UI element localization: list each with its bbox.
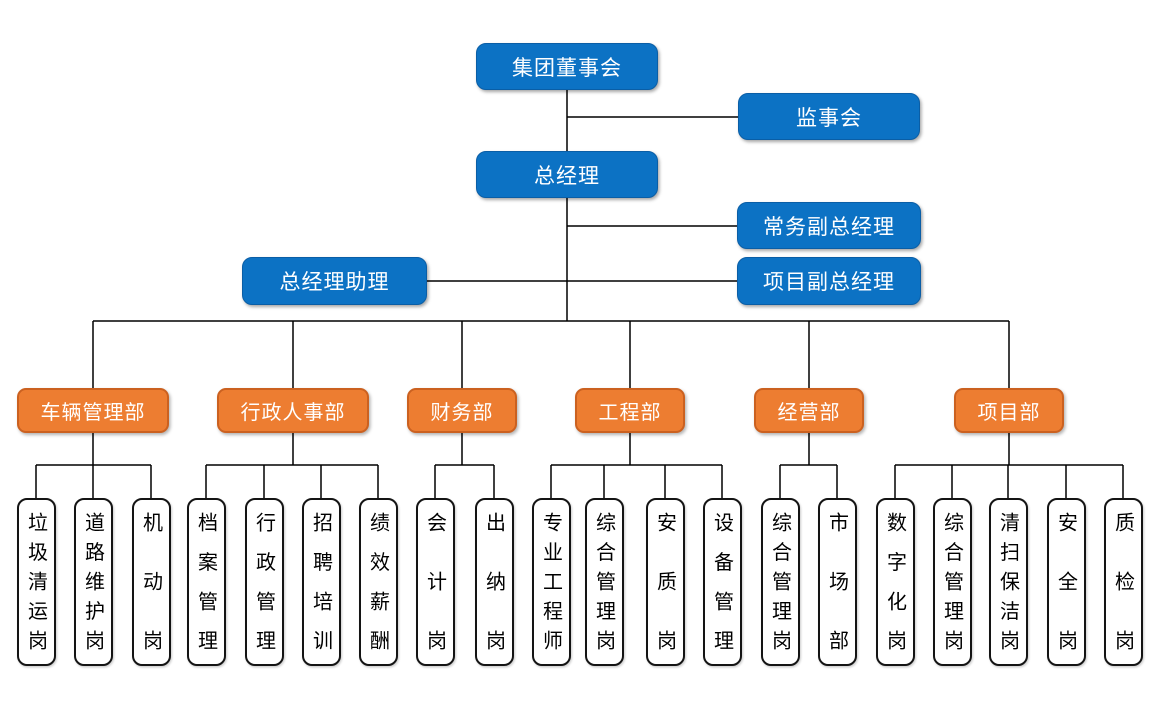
node-pos-garbage-removal: 垃圾清运岗: [17, 498, 56, 666]
node-project-deputy-gm: 项目副总经理: [737, 257, 921, 305]
pos-label: 垃圾清运岗: [24, 512, 49, 650]
node-gm-assistant-label: 总经理助理: [279, 270, 390, 294]
node-supervisory-board: 监事会: [738, 93, 920, 140]
node-pos-recruit-training: 招聘培训: [302, 498, 341, 666]
dept-label: 经营部: [777, 400, 841, 424]
node-pos-market: 市场部: [818, 498, 857, 666]
node-pos-archives-management: 档案管理: [187, 498, 226, 666]
node-pos-performance-payroll: 绩效薪酬: [359, 498, 398, 666]
node-dept-vehicle-management: 车辆管理部: [17, 388, 169, 433]
pos-label: 综合管理岗: [768, 512, 793, 650]
node-dept-operations: 经营部: [754, 388, 864, 433]
pos-label: 道路维护岗: [81, 512, 106, 650]
node-general-manager: 总经理: [476, 151, 658, 198]
dept-label: 财务部: [430, 400, 494, 424]
node-dept-finance: 财务部: [407, 388, 517, 433]
node-pos-general-management-proj: 综合管理岗: [933, 498, 972, 666]
pos-label: 综合管理岗: [940, 512, 965, 650]
dept-label: 项目部: [977, 400, 1041, 424]
node-group-board-label: 集团董事会: [512, 55, 622, 80]
node-supervisory-board-label: 监事会: [796, 105, 862, 130]
pos-label: 安质岗: [653, 512, 678, 650]
pos-label: 综合管理岗: [592, 512, 617, 650]
dept-label: 工程部: [598, 400, 662, 424]
node-executive-deputy-gm-label: 常务副总经理: [763, 214, 895, 239]
pos-label: 档案管理: [194, 512, 219, 650]
node-dept-engineering: 工程部: [575, 388, 685, 433]
pos-label: 设备管理: [710, 512, 735, 650]
pos-label: 安全岗: [1054, 512, 1079, 650]
node-executive-deputy-gm: 常务副总经理: [737, 202, 921, 249]
node-dept-admin-hr: 行政人事部: [217, 388, 369, 433]
node-pos-admin-management: 行政管理: [245, 498, 284, 666]
pos-label: 出纳岗: [482, 512, 507, 650]
pos-label: 数字化岗: [883, 512, 908, 650]
pos-label: 市场部: [825, 512, 850, 650]
node-dept-project: 项目部: [954, 388, 1064, 433]
pos-label: 质检岗: [1111, 512, 1136, 650]
node-pos-quality-inspection: 质检岗: [1104, 498, 1143, 666]
pos-label: 招聘培训: [309, 512, 334, 650]
node-pos-digitalization: 数字化岗: [876, 498, 915, 666]
pos-label: 行政管理: [252, 512, 277, 650]
pos-label: 会计岗: [423, 512, 448, 650]
pos-label: 绩效薪酬: [366, 512, 391, 650]
node-gm-assistant: 总经理助理: [242, 257, 427, 305]
node-pos-cleaning: 清扫保洁岗: [989, 498, 1028, 666]
node-group-board: 集团董事会: [476, 43, 658, 90]
node-pos-general-management-eng: 综合管理岗: [585, 498, 624, 666]
node-general-manager-label: 总经理: [534, 163, 600, 188]
pos-label: 机动岗: [139, 512, 164, 650]
node-pos-equipment-management: 设备管理: [703, 498, 742, 666]
node-pos-accountant: 会计岗: [416, 498, 455, 666]
node-pos-safety: 安全岗: [1047, 498, 1086, 666]
node-pos-mobile: 机动岗: [132, 498, 171, 666]
node-pos-safety-quality: 安质岗: [646, 498, 685, 666]
dept-label: 行政人事部: [240, 400, 346, 424]
pos-label: 清扫保洁岗: [996, 512, 1021, 650]
node-pos-cashier: 出纳岗: [475, 498, 514, 666]
node-pos-professional-engineer: 专业工程师: [532, 498, 571, 666]
dept-label: 车辆管理部: [40, 400, 146, 424]
pos-label: 专业工程师: [539, 512, 564, 650]
node-pos-general-management-ops: 综合管理岗: [761, 498, 800, 666]
node-project-deputy-gm-label: 项目副总经理: [763, 270, 895, 294]
node-pos-road-maintenance: 道路维护岗: [74, 498, 113, 666]
